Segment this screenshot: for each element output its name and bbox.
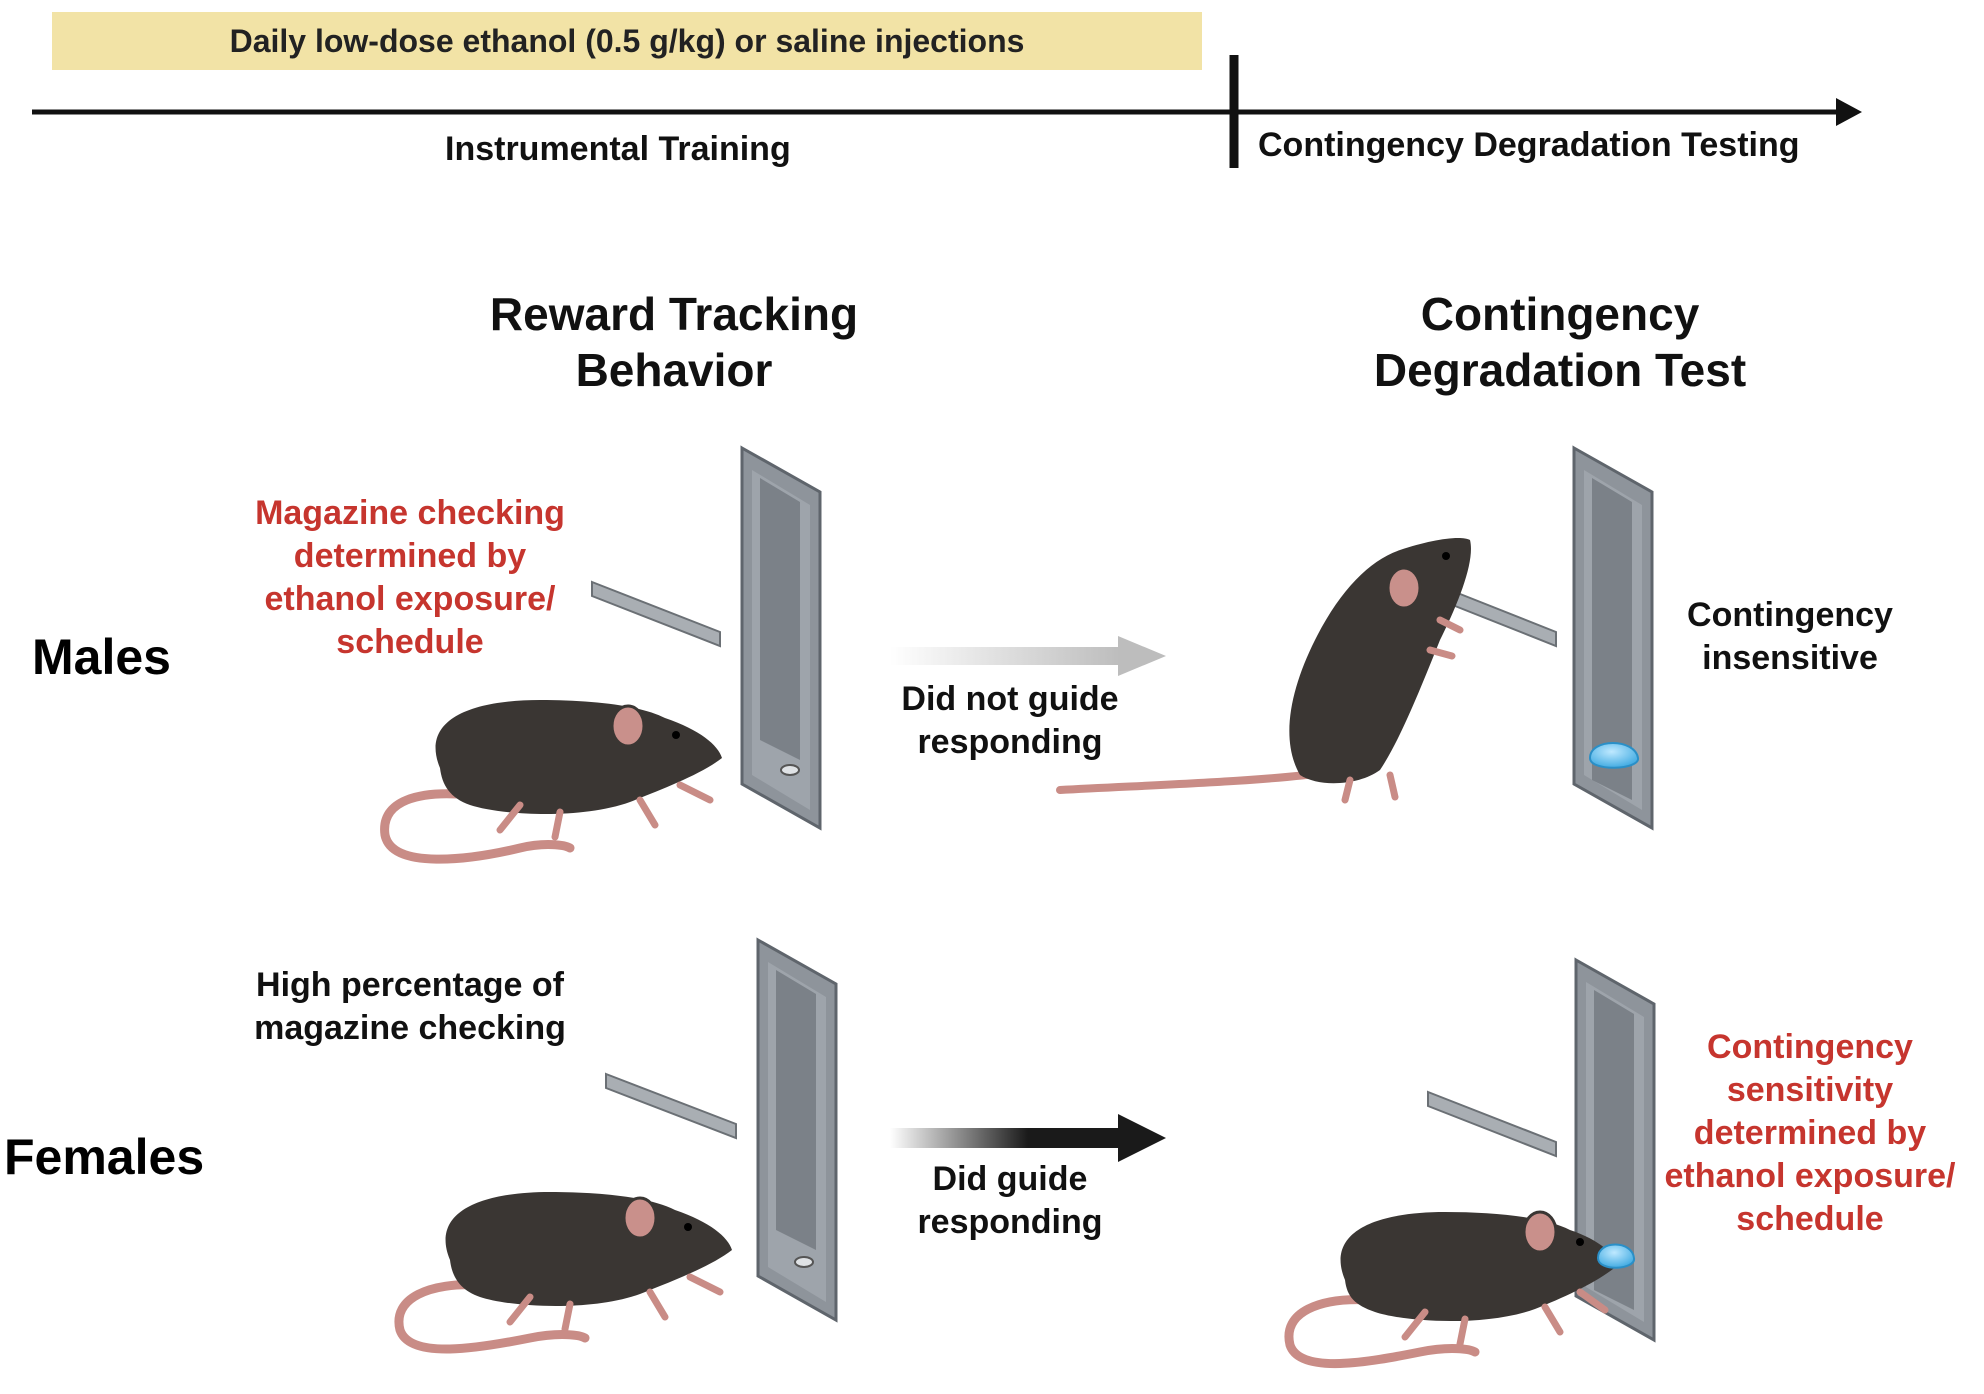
note-line: Did guide [932, 1160, 1088, 1198]
mouse-body [435, 700, 722, 815]
mouse-ear [622, 1196, 658, 1240]
males-arrow-label: Did not guide responding [860, 678, 1160, 764]
males-training-scene [380, 445, 822, 864]
column-title-line: Behavior [575, 344, 773, 396]
males-test-scene [1056, 445, 1654, 831]
row-label-females: Females [4, 1129, 205, 1185]
phase-instrumental-training: Instrumental Training [445, 130, 791, 168]
pellet [1588, 742, 1639, 769]
timeline-axis [32, 55, 1862, 168]
note-line: responding [917, 723, 1103, 761]
mouse-tail [394, 1280, 590, 1354]
note-line: schedule [1736, 1200, 1884, 1238]
mouse-ear [610, 704, 646, 748]
females-arrow [890, 1114, 1166, 1162]
males-arrow [890, 636, 1166, 676]
note-line: Contingency [1707, 1028, 1913, 1066]
mouse-body [445, 1192, 732, 1307]
lever [591, 580, 721, 648]
note-line: insensitive [1702, 639, 1878, 677]
females-training-scene [394, 937, 838, 1354]
note-line: ethanol exposure/ [264, 580, 556, 618]
males-training-note: Magazine checking determined by ethanol … [210, 492, 610, 664]
mouse-eye [684, 1223, 692, 1231]
note-line: Contingency [1687, 596, 1893, 634]
note-line: High percentage of [256, 966, 564, 1004]
females-test-scene [1284, 957, 1656, 1369]
note-line: responding [917, 1203, 1103, 1241]
mouse-tail [1056, 768, 1334, 794]
ethanol-injection-banner: Daily low-dose ethanol (0.5 g/kg) or sal… [52, 12, 1202, 70]
note-line: schedule [336, 623, 484, 661]
lever [1427, 1090, 1557, 1158]
mouse-ear [1386, 566, 1422, 610]
males-test-note: Contingency insensitive [1640, 594, 1940, 680]
mouse-eye [672, 731, 680, 739]
note-line: Did not guide [901, 680, 1119, 718]
lever [605, 1072, 737, 1140]
note-line: determined by [1693, 1114, 1927, 1152]
note-line: determined by [293, 537, 527, 575]
note-line: ethanol exposure/ [1664, 1157, 1956, 1195]
females-test-note: Contingency sensitivity determined by et… [1640, 1026, 1980, 1241]
note-line: magazine checking [254, 1009, 566, 1047]
mouse-tail [1284, 1295, 1480, 1369]
phase-contingency-degradation-testing: Contingency Degradation Testing [1258, 126, 1800, 164]
note-line: Magazine checking [255, 494, 565, 532]
mouse-body [1289, 538, 1471, 784]
row-label-males: Males [32, 629, 171, 685]
note-line: sensitivity [1726, 1071, 1894, 1109]
column-title-line: Degradation Test [1373, 344, 1747, 396]
column-title-line: Contingency [1420, 288, 1700, 340]
females-arrow-label: Did guide responding [860, 1158, 1160, 1244]
mouse-tail [380, 789, 575, 864]
column-title-line: Reward Tracking [489, 288, 859, 340]
mouse-eye [1576, 1238, 1584, 1246]
column-title-contingency-degradation: Contingency Degradation Test [1280, 286, 1840, 398]
females-training-note: High percentage of magazine checking [210, 964, 610, 1050]
lever [1449, 588, 1557, 648]
column-title-reward-tracking: Reward Tracking Behavior [394, 286, 954, 398]
mouse-eye [1442, 552, 1450, 560]
pellet [1596, 1243, 1635, 1269]
mouse-ear [1522, 1210, 1558, 1254]
